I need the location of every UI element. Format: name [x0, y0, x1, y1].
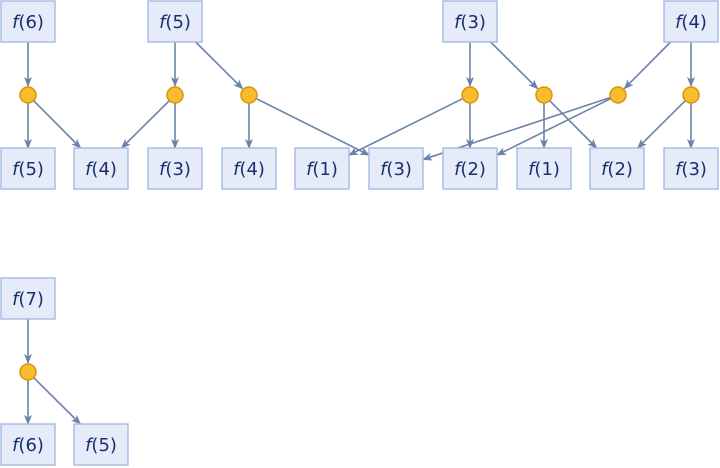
function-node: f(3) — [663, 147, 719, 190]
function-node: f(5) — [147, 0, 203, 43]
node-label: f(1) — [306, 159, 338, 180]
node-label: f(4) — [233, 159, 265, 180]
node-label: f(3) — [380, 159, 412, 180]
function-node: f(3) — [442, 0, 498, 43]
node-label: f(2) — [601, 159, 633, 180]
node-label: f(3) — [454, 12, 486, 33]
edge-junction-to-child — [549, 100, 598, 149]
node-box — [0, 0, 56, 43]
function-node: f(6) — [0, 0, 56, 43]
function-node: f(3) — [368, 147, 424, 190]
junction-dot — [19, 86, 37, 104]
edge-junction-to-child — [33, 377, 82, 425]
edge-junction-to-child — [636, 100, 686, 149]
node-box — [147, 147, 203, 190]
junction-dot — [240, 86, 258, 104]
node-label: f(1) — [528, 159, 560, 180]
node-box — [663, 0, 719, 43]
edge-parent-to-junction — [490, 41, 539, 90]
node-label: f(7) — [12, 289, 44, 310]
node-box — [221, 147, 277, 190]
function-node: f(5) — [73, 423, 129, 466]
node-box — [0, 147, 56, 190]
node-box — [663, 147, 719, 190]
junction-dot — [166, 86, 184, 104]
edge-parent-to-junction — [195, 41, 244, 90]
node-box — [368, 147, 424, 190]
edge-junction-to-child — [255, 97, 370, 156]
junction-dot — [461, 86, 479, 104]
node-label: f(3) — [675, 159, 707, 180]
function-node: f(6) — [0, 423, 56, 466]
function-node: f(4) — [221, 147, 277, 190]
node-box — [442, 147, 498, 190]
node-label: f(6) — [12, 435, 44, 456]
junction-dot — [19, 363, 37, 381]
edge-parent-to-junction — [623, 41, 672, 90]
node-label: f(4) — [85, 159, 117, 180]
node-label: f(5) — [85, 435, 117, 456]
edge-junction-to-child — [120, 100, 170, 149]
function-node: f(5) — [0, 147, 56, 190]
node-box — [0, 423, 56, 466]
edge-junction-to-child — [348, 97, 464, 156]
node-box — [442, 0, 498, 43]
function-node: f(2) — [589, 147, 645, 190]
node-label: f(3) — [159, 159, 191, 180]
function-node: f(1) — [516, 147, 572, 190]
node-box — [73, 423, 129, 466]
node-label: f(6) — [12, 12, 44, 33]
junction-dot — [609, 86, 627, 104]
junction-dot — [535, 86, 553, 104]
node-box — [73, 147, 129, 190]
function-node: f(4) — [663, 0, 719, 43]
node-box — [589, 147, 645, 190]
node-label: f(4) — [675, 12, 707, 33]
edge-junction-to-child — [33, 100, 82, 149]
node-label: f(2) — [454, 159, 486, 180]
node-box — [147, 0, 203, 43]
function-node: f(7) — [0, 277, 56, 320]
function-node: f(2) — [442, 147, 498, 190]
function-node: f(4) — [73, 147, 129, 190]
junction-dot — [682, 86, 700, 104]
node-label: f(5) — [12, 159, 44, 180]
node-box — [0, 277, 56, 320]
node-box — [516, 147, 572, 190]
node-label: f(5) — [159, 12, 191, 33]
edge-junction-to-child — [496, 97, 612, 156]
function-node: f(3) — [147, 147, 203, 190]
node-box — [294, 147, 350, 190]
function-node: f(1) — [294, 147, 350, 190]
